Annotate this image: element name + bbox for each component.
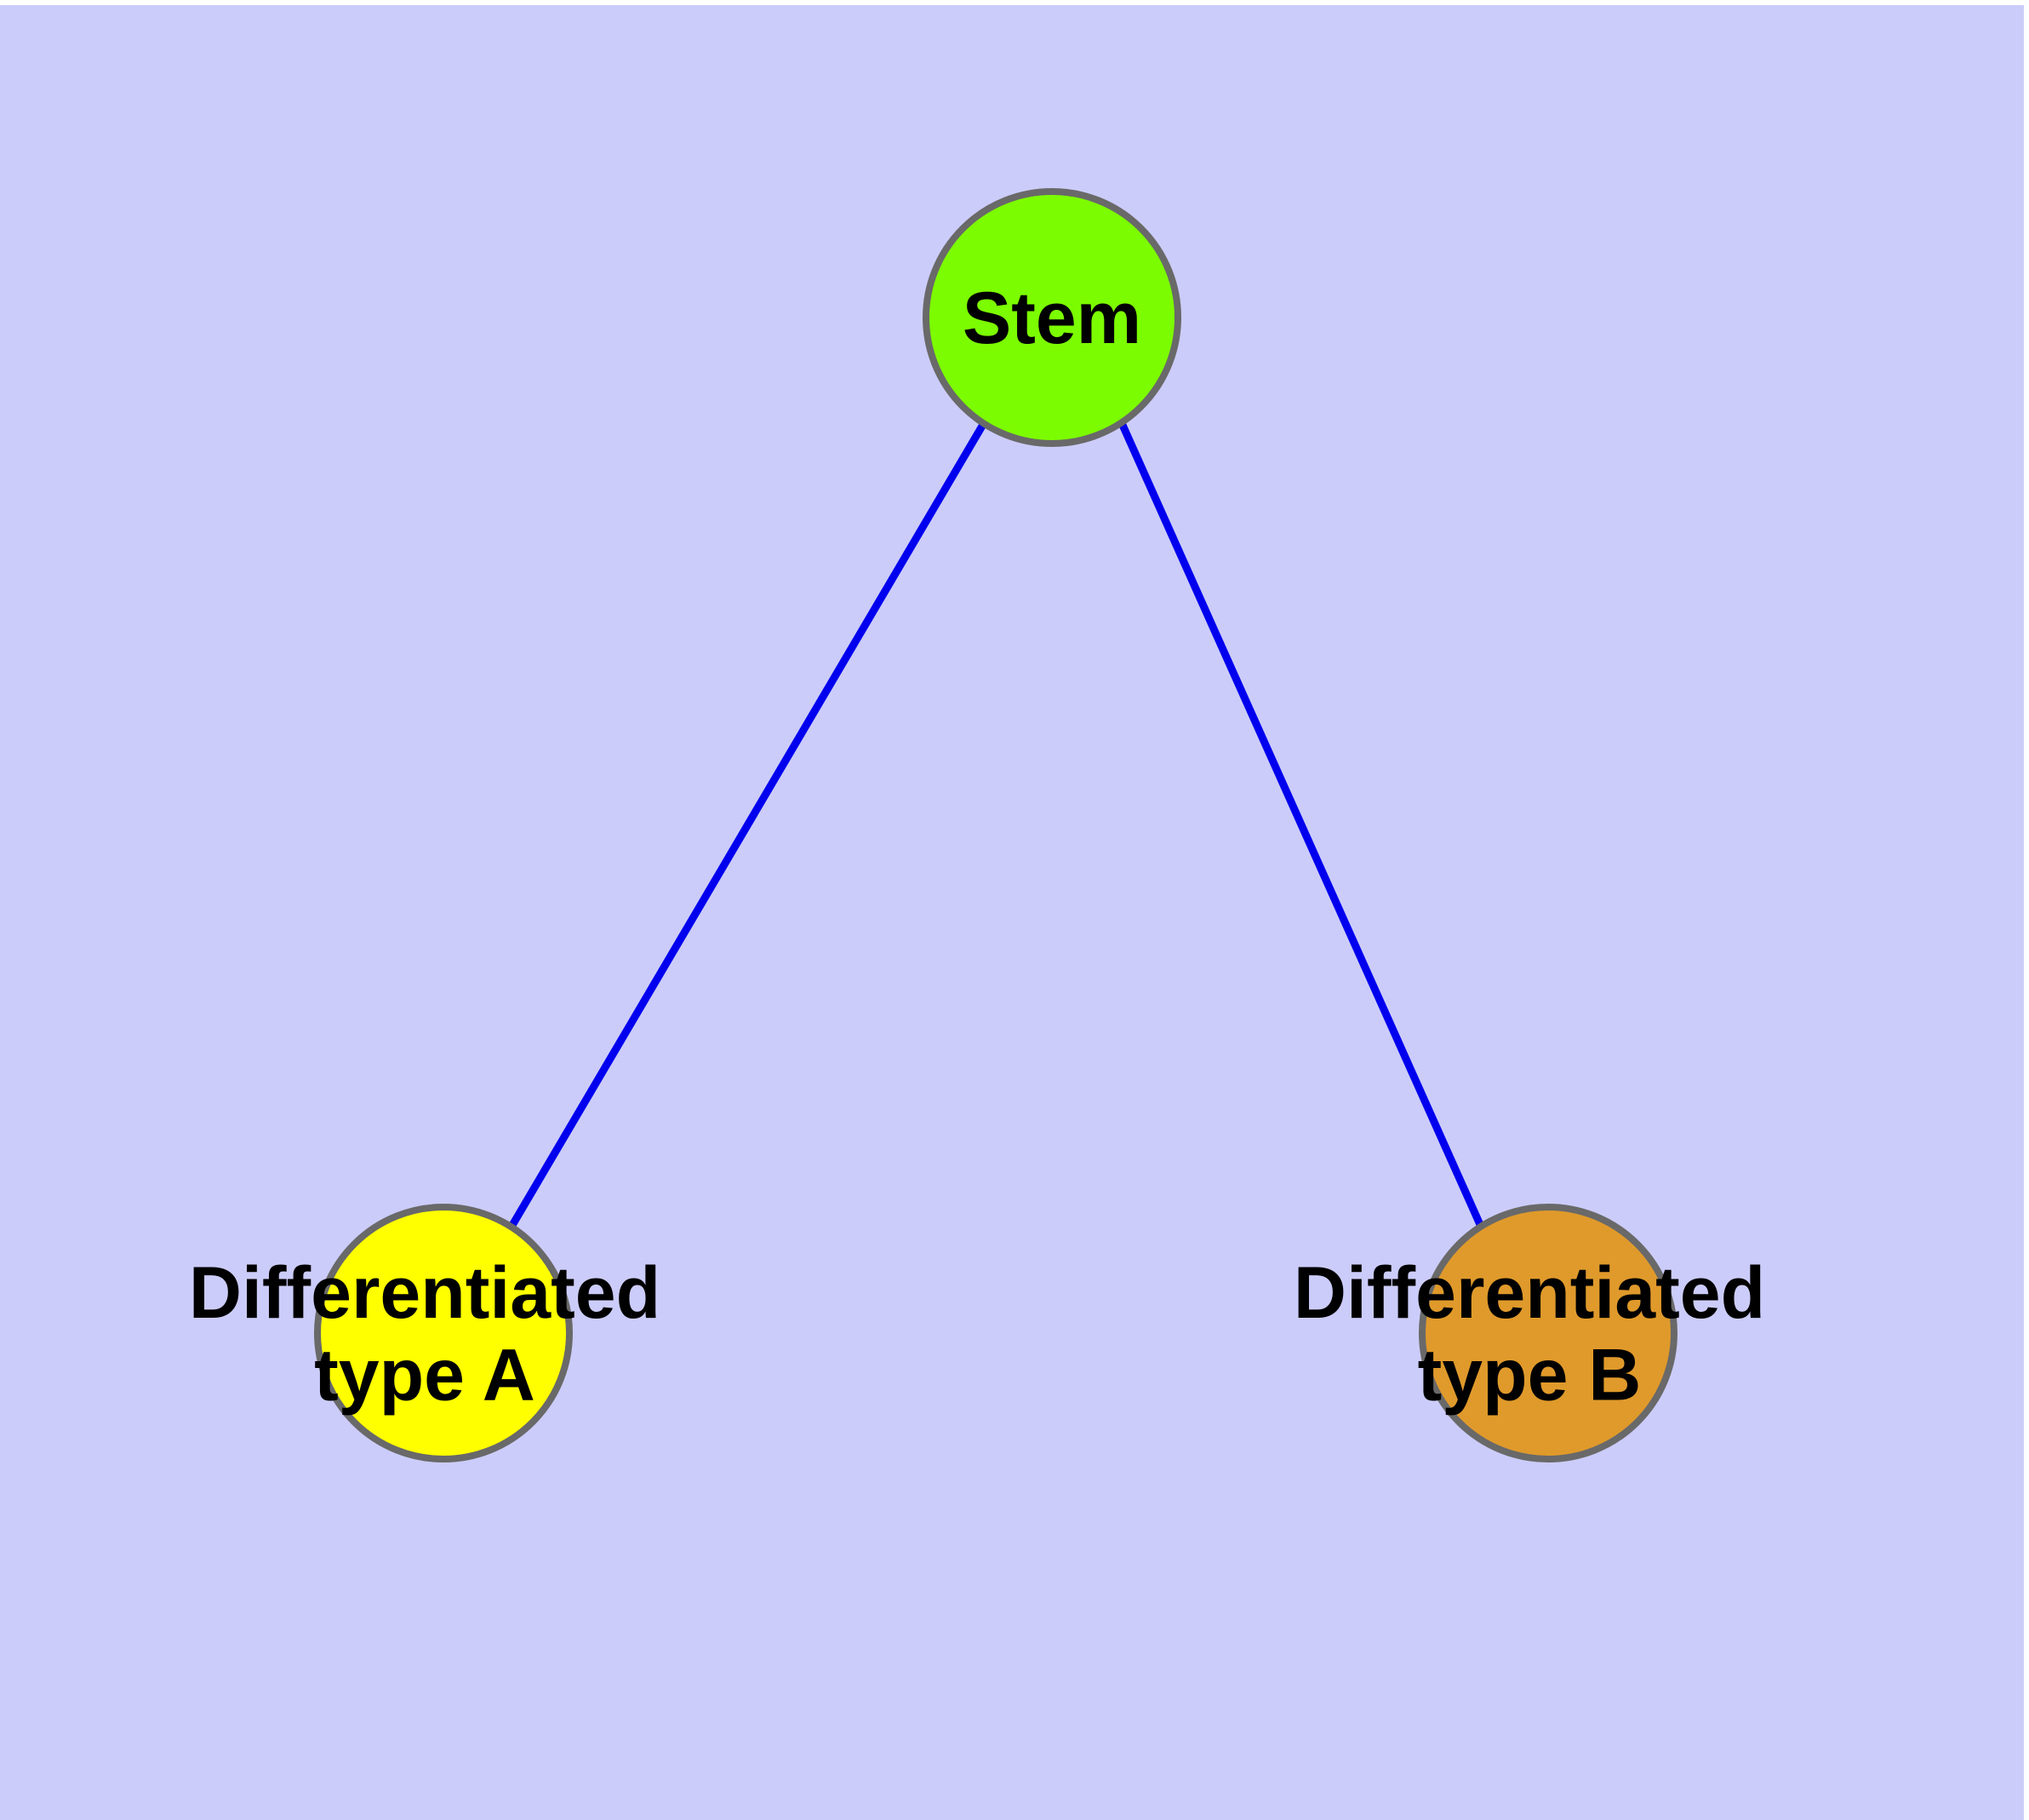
edges-layer bbox=[508, 421, 1486, 1230]
node-label-line: Differentiated bbox=[189, 1252, 660, 1334]
node-label-line: Stem bbox=[963, 278, 1141, 359]
node-circle-stem[interactable] bbox=[923, 188, 1181, 447]
node-label-line: Differentiated bbox=[1294, 1252, 1765, 1334]
edge-stem-diff-b[interactable] bbox=[1117, 421, 1486, 1230]
node-circle-diff_b[interactable] bbox=[1419, 1204, 1677, 1462]
graph-node-stem[interactable]: Stem bbox=[923, 188, 1181, 447]
node-label-line: type B bbox=[1418, 1334, 1642, 1416]
edge-stem-diff-a[interactable] bbox=[508, 421, 987, 1229]
node-circle-diff_a[interactable] bbox=[314, 1204, 573, 1462]
node-label-stem: Stem bbox=[963, 278, 1141, 359]
node-label-line: type A bbox=[314, 1334, 535, 1416]
